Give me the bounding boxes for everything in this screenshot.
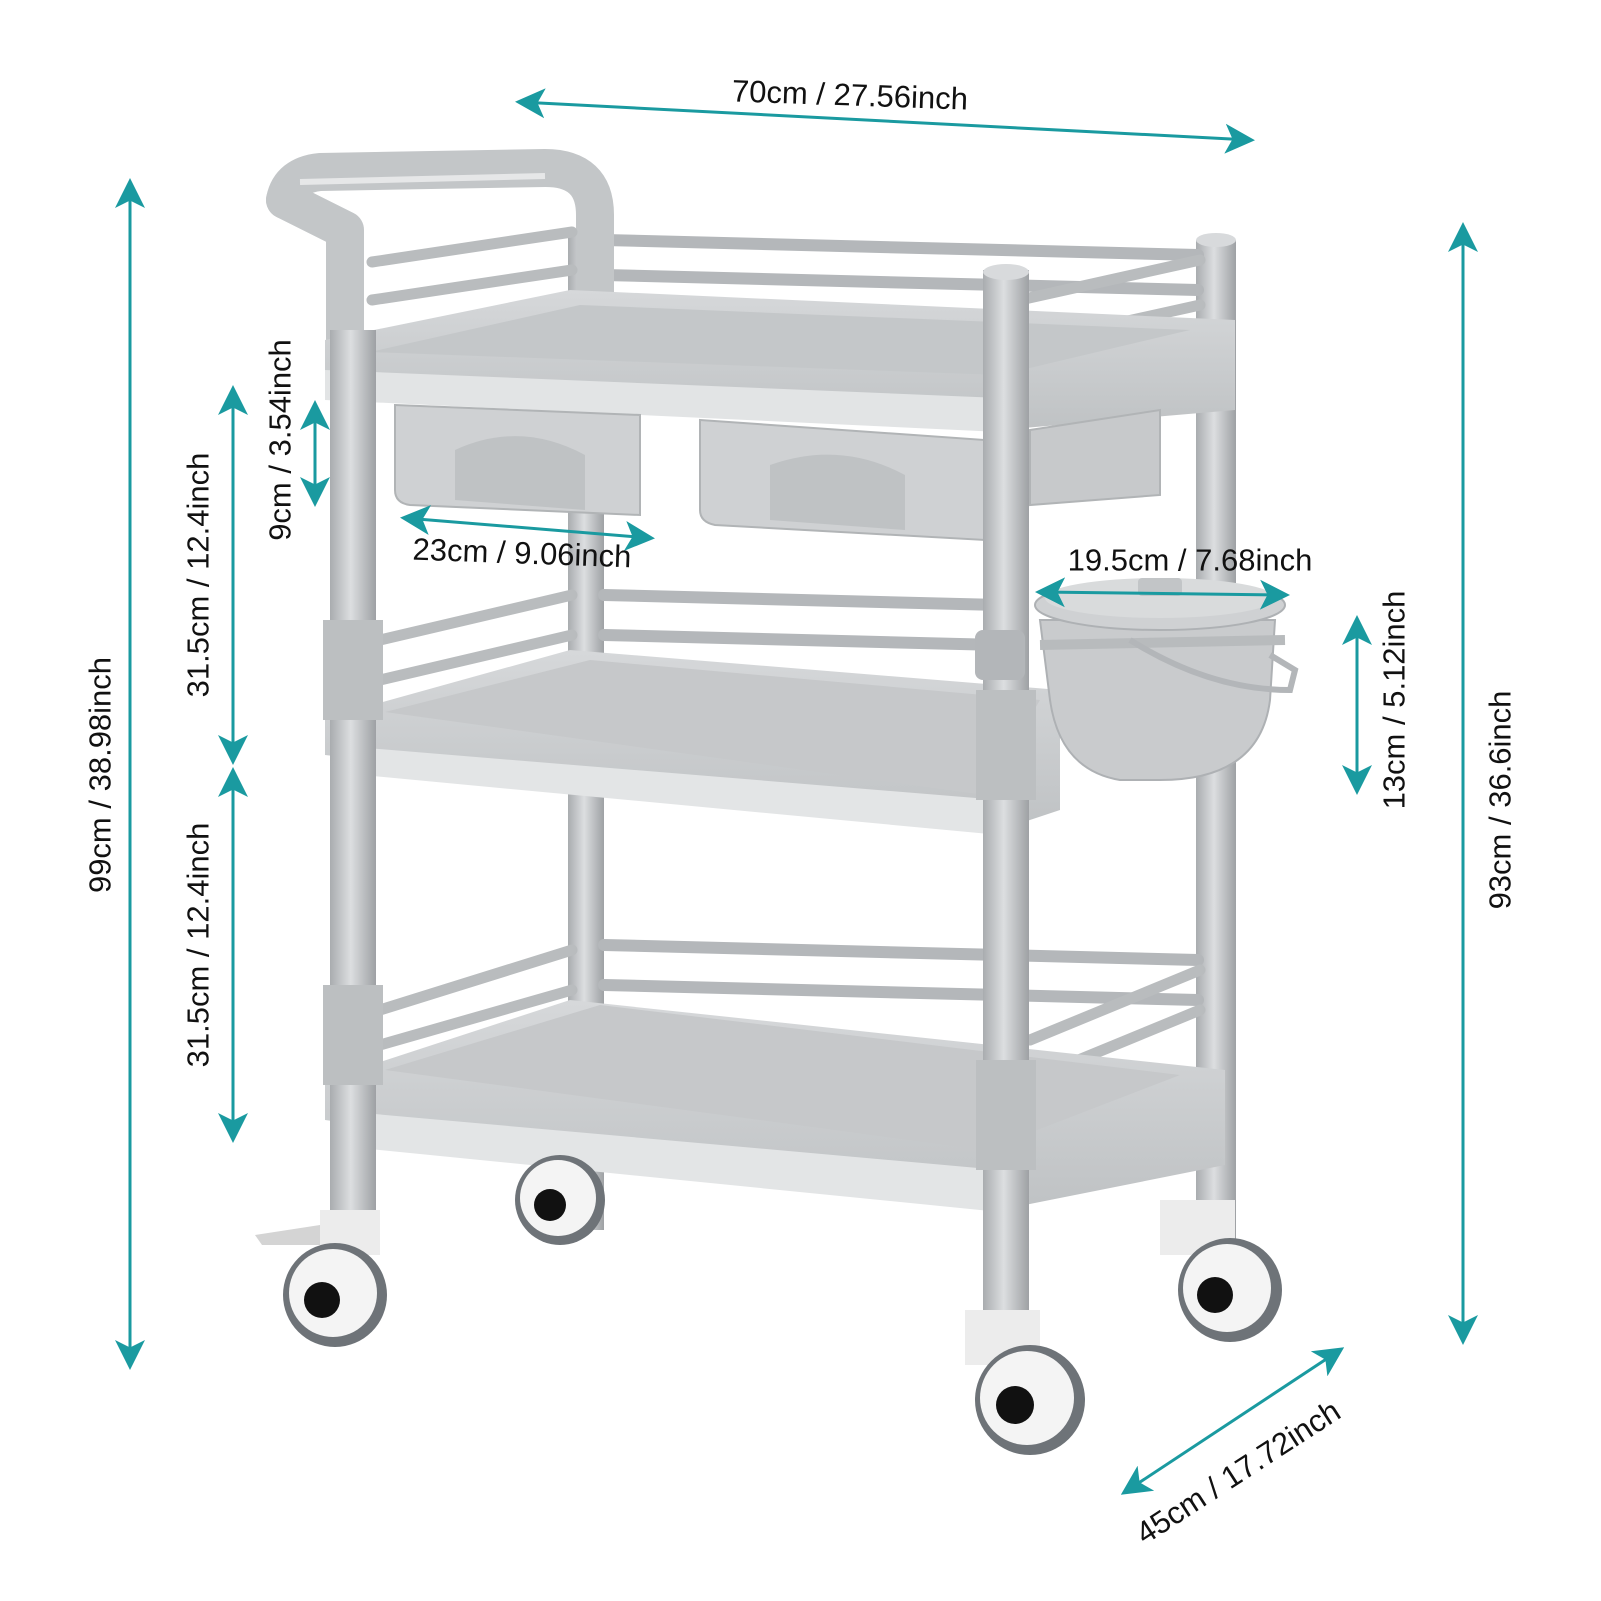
upper-tier-gap-label: 31.5cm / 12.4inch — [180, 452, 216, 698]
caster-back-left — [515, 1155, 605, 1245]
drawer-right — [699, 418, 986, 542]
front-posts — [323, 233, 1236, 1350]
caster-back-right — [1160, 1200, 1282, 1342]
drawer-width-label: 23cm / 9.06inch — [412, 531, 632, 575]
bucket-height-label: 13cm / 5.12inch — [1376, 590, 1412, 810]
middle-shelf — [325, 650, 1060, 835]
side-rails-left — [366, 226, 578, 1051]
drawer-back — [1029, 408, 1161, 507]
dimension-arrows — [115, 88, 1478, 1495]
bottom-shelf — [325, 1000, 1225, 1212]
shelf-height-label: 93cm / 36.6inch — [1482, 690, 1518, 910]
drawer-left — [394, 403, 641, 517]
lower-tier-gap-label: 31.5cm / 12.4inch — [180, 822, 216, 1068]
bucket-diameter-label: 19.5cm / 7.68inch — [1067, 542, 1313, 578]
bucket-width-arrow — [1035, 577, 1290, 610]
push-handle — [266, 149, 614, 359]
total-height-label: 99cm / 38.98inch — [82, 656, 118, 894]
drawer-height-label: 9cm / 3.54inch — [262, 339, 298, 541]
caster-front-right — [965, 1310, 1085, 1455]
width-arrow — [515, 88, 1255, 154]
depth-arrow — [1120, 1347, 1345, 1495]
drawer-width-arrow — [400, 505, 655, 551]
total-width-label: 70cm / 27.56inch — [731, 73, 969, 117]
caster-front-left — [255, 1210, 387, 1347]
back-rails — [598, 234, 1204, 1006]
